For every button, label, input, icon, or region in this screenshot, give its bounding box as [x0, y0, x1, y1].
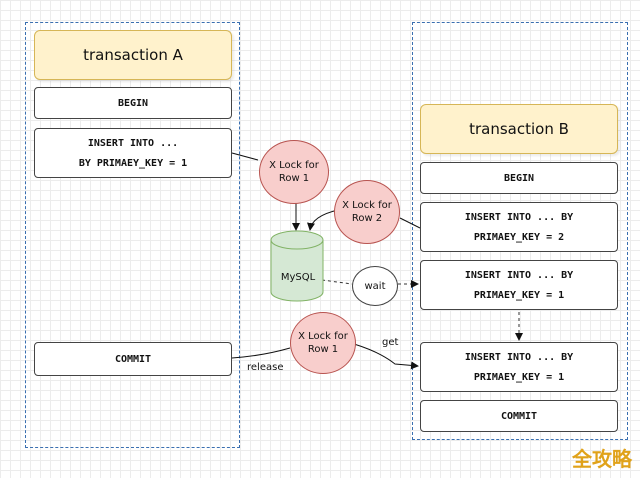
edge-mysql-to-wait: [321, 279, 353, 285]
transaction-a-begin-text: BEGIN: [117, 97, 149, 109]
transaction-b-insert-row1-wait: INSERT INTO ... BY PRIMAEY_KEY = 1: [420, 260, 618, 310]
transaction-b-begin: BEGIN: [420, 162, 618, 194]
edge-b-insert-to-lock2: [399, 217, 421, 229]
transaction-b-insert-row2: INSERT INTO ... BY PRIMAEY_KEY = 2: [420, 202, 618, 252]
lock-row2-transaction-b: X Lock for Row 2: [334, 180, 400, 244]
lock-row2-line2: Row 2: [351, 213, 383, 224]
edge-release-to-b: [353, 343, 419, 370]
watermark-text: 全攻略: [572, 447, 632, 471]
transaction-b-lane: [412, 22, 628, 440]
transaction-b-title: transaction B: [420, 104, 618, 154]
transaction-b-insert-row2-line2: PRIMAEY_KEY = 2: [473, 231, 565, 243]
transaction-a-insert: INSERT INTO ... BY PRIMAEY_KEY = 1: [34, 128, 232, 178]
transaction-a-title: transaction A: [34, 30, 232, 80]
transaction-a-insert-line2: BY PRIMAEY_KEY = 1: [78, 157, 188, 169]
transaction-b-begin-text: BEGIN: [503, 172, 535, 184]
lock-row1-a-line1: X Lock for: [269, 160, 319, 171]
transaction-b-title-text: transaction B: [469, 120, 569, 138]
lock-row1-transaction-a: X Lock for Row 1: [259, 140, 329, 204]
transaction-a-lane: [25, 22, 240, 448]
transaction-a-insert-line1: INSERT INTO ...: [87, 137, 179, 149]
transaction-b-insert-row1-retry: INSERT INTO ... BY PRIMAEY_KEY = 1: [420, 342, 618, 392]
transaction-b-insert-row1-wait-line2: PRIMAEY_KEY = 1: [473, 289, 565, 301]
wait-label: wait: [364, 280, 386, 292]
release-label: release: [247, 362, 284, 373]
edge-a-insert-to-lock: [231, 152, 259, 161]
mysql-label: MySQL: [280, 272, 316, 283]
transaction-b-insert-row1-wait-line1: INSERT INTO ... BY: [464, 269, 574, 281]
lock-row1-release-line1: X Lock for: [298, 331, 348, 342]
edge-a-commit-to-release: [231, 347, 291, 359]
wait-node: wait: [352, 266, 398, 306]
lock-row2-line1: X Lock for: [342, 200, 392, 211]
transaction-b-commit-text: COMMIT: [500, 410, 538, 422]
lock-row1-released: X Lock for Row 1: [290, 312, 356, 374]
lock-row1-release-line2: Row 1: [307, 344, 339, 355]
mysql-database-icon: [270, 230, 324, 302]
transaction-b-insert-row2-line1: INSERT INTO ... BY: [464, 211, 574, 223]
transaction-b-insert-row1-retry-line1: INSERT INTO ... BY: [464, 351, 574, 363]
edge-lock2-to-mysql: [307, 209, 339, 231]
transaction-a-commit: COMMIT: [34, 342, 232, 376]
get-label: get: [382, 337, 399, 348]
transaction-b-insert-row1-retry-line2: PRIMAEY_KEY = 1: [473, 371, 565, 383]
transaction-a-begin: BEGIN: [34, 87, 232, 119]
lock-row1-a-line2: Row 1: [278, 173, 310, 184]
transaction-a-commit-text: COMMIT: [114, 353, 152, 365]
transaction-b-commit: COMMIT: [420, 400, 618, 432]
transaction-a-title-text: transaction A: [83, 46, 183, 64]
